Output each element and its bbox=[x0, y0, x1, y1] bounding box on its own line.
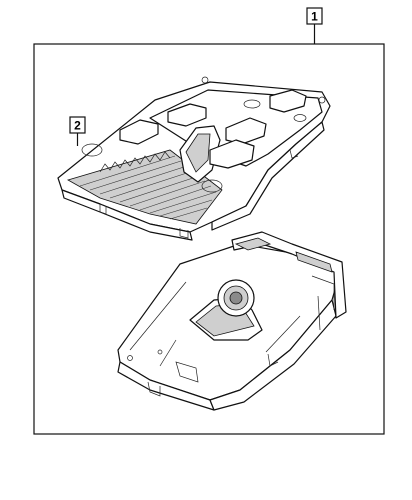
callout-2-label: 2 bbox=[74, 119, 81, 133]
diagram-frame bbox=[33, 43, 385, 435]
ramp-ribs bbox=[79, 155, 217, 220]
mounting-bracket bbox=[57, 76, 331, 241]
camera-module bbox=[117, 231, 347, 411]
callout-1-label: 1 bbox=[311, 10, 318, 24]
callout-1[interactable]: 1 bbox=[306, 7, 323, 44]
callout-2[interactable]: 2 bbox=[69, 116, 86, 146]
